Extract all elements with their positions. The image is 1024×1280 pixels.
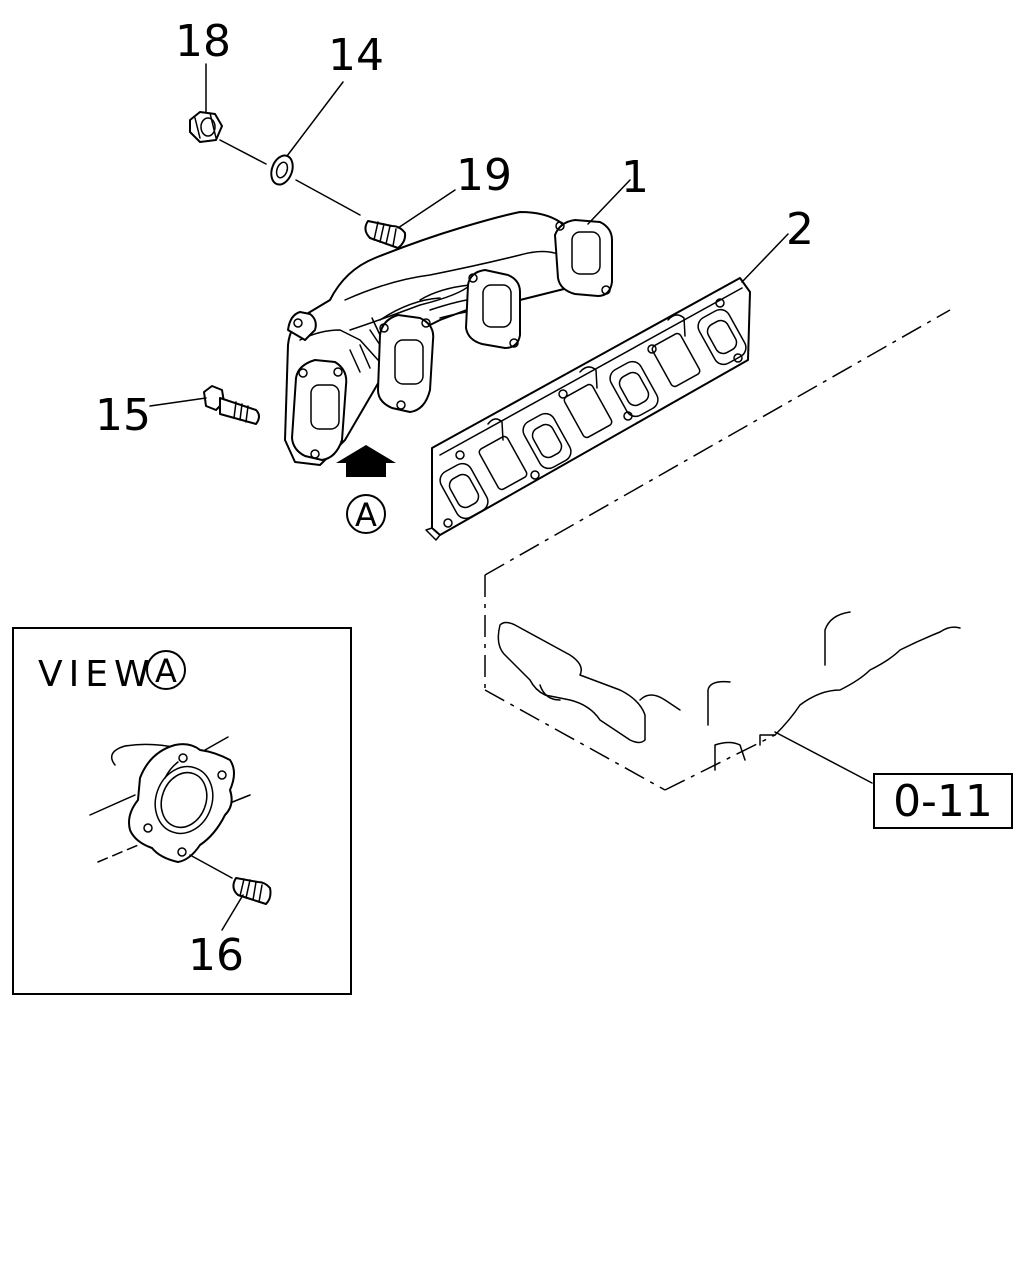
circled-a-icon: A <box>346 494 386 534</box>
leader-19 <box>397 189 456 229</box>
exhaust-manifold-gasket <box>425 277 751 541</box>
exhaust-manifold <box>284 211 613 466</box>
callout-14: 14 <box>328 30 384 81</box>
leader-14 <box>286 81 344 157</box>
view-a-inset: VIEW A 16 <box>12 627 352 995</box>
reference-box-label: 0-11 <box>893 776 993 827</box>
leader-15 <box>149 397 207 407</box>
inset-circled-a-icon: A <box>146 650 186 690</box>
nut-part-18 <box>189 111 223 143</box>
up-arrow-icon <box>336 445 396 477</box>
leader-1 <box>587 179 631 225</box>
callout-16: 16 <box>188 930 244 981</box>
reference-box[interactable]: 0-11 <box>873 773 1013 829</box>
callout-2: 2 <box>786 204 814 255</box>
leader-16 <box>221 894 244 931</box>
view-marker-label: A <box>355 496 377 534</box>
reference-leader <box>774 731 873 784</box>
callout-15: 15 <box>95 390 151 441</box>
bolt-part-15 <box>203 385 260 425</box>
callout-18: 18 <box>175 16 231 67</box>
cylinder-head-outline <box>484 309 961 791</box>
axis-line-14 <box>295 179 361 216</box>
inset-title: VIEW <box>38 654 156 695</box>
axis-line-18 <box>219 139 267 165</box>
callout-19: 19 <box>456 150 512 201</box>
callout-1: 1 <box>621 152 649 203</box>
inset-marker-label: A <box>155 652 177 690</box>
stud-part-19 <box>364 220 407 249</box>
leader-2 <box>741 233 789 283</box>
washer-part-14 <box>270 154 294 186</box>
